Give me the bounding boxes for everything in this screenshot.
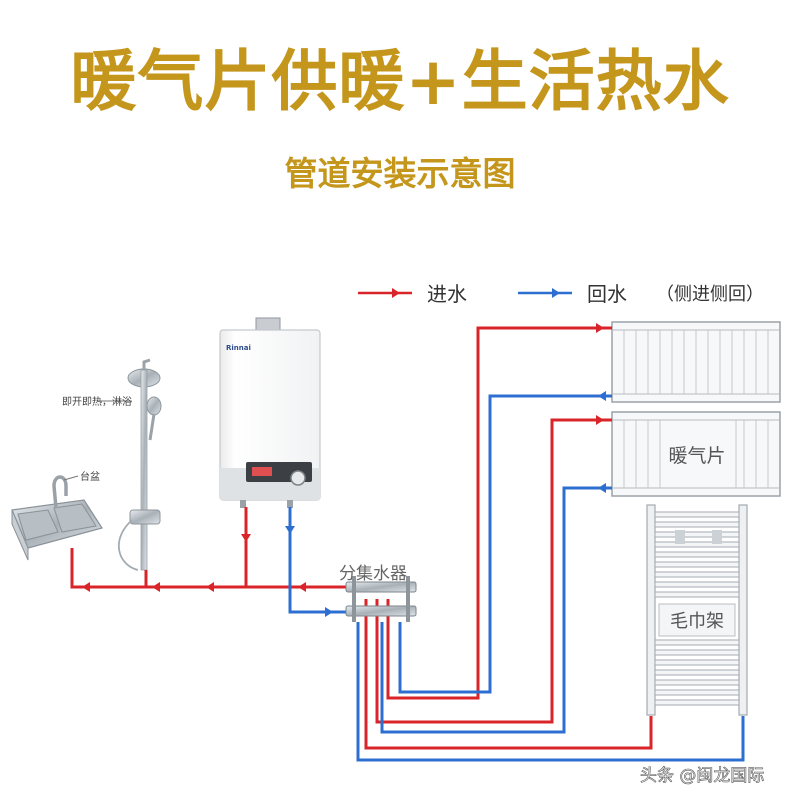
legend-return-label: 回水: [587, 282, 627, 306]
towel-rack-return-pipe: [356, 622, 745, 762]
boiler-brand: Rinnai: [226, 344, 251, 352]
manifold-label: 分集水器: [339, 564, 407, 584]
shower-set: 即开即热，淋浴: [62, 358, 162, 571]
towel-rack: 毛巾架: [646, 504, 748, 716]
legend-return-arrow: [518, 288, 572, 298]
return-pipes: [288, 394, 745, 762]
radiator-lower: 暖气片: [611, 411, 781, 497]
sink-label: 台盆: [80, 470, 100, 483]
supply-pipes: [70, 326, 653, 750]
upper-radiator-return-pipe: [398, 394, 612, 694]
flow-arrows: [82, 323, 606, 617]
kitchen-sink: 台盆: [11, 470, 103, 561]
lower-radiator-return-pipe: [380, 486, 612, 734]
hot-water-main-pipe: [70, 548, 346, 589]
towel-rack-supply-pipe: [364, 599, 653, 750]
radiator-upper: [611, 321, 781, 403]
wall-boiler: Rinnai: [219, 317, 321, 508]
lower-radiator-supply-pipe: [375, 418, 612, 724]
page-subtitle: 管道安装示意图: [284, 154, 516, 193]
legend-supply-label: 进水: [427, 282, 467, 306]
towel-rack-label: 毛巾架: [670, 611, 724, 632]
legend-supply-arrow: [358, 288, 412, 298]
legend: 进水 回水 （侧进侧回）: [358, 282, 764, 306]
watermark: 头条 @闽龙国际: [640, 766, 764, 786]
legend-note: （侧进侧回）: [656, 284, 764, 305]
boiler-return-pipe: [288, 507, 346, 614]
page-title: 暖气片供暖+生活热水: [70, 43, 730, 120]
radiator-label: 暖气片: [668, 445, 725, 467]
shower-label: 即开即热，淋浴: [62, 395, 132, 408]
upper-radiator-supply-pipe: [386, 326, 612, 700]
manifold: 分集水器: [339, 564, 417, 622]
